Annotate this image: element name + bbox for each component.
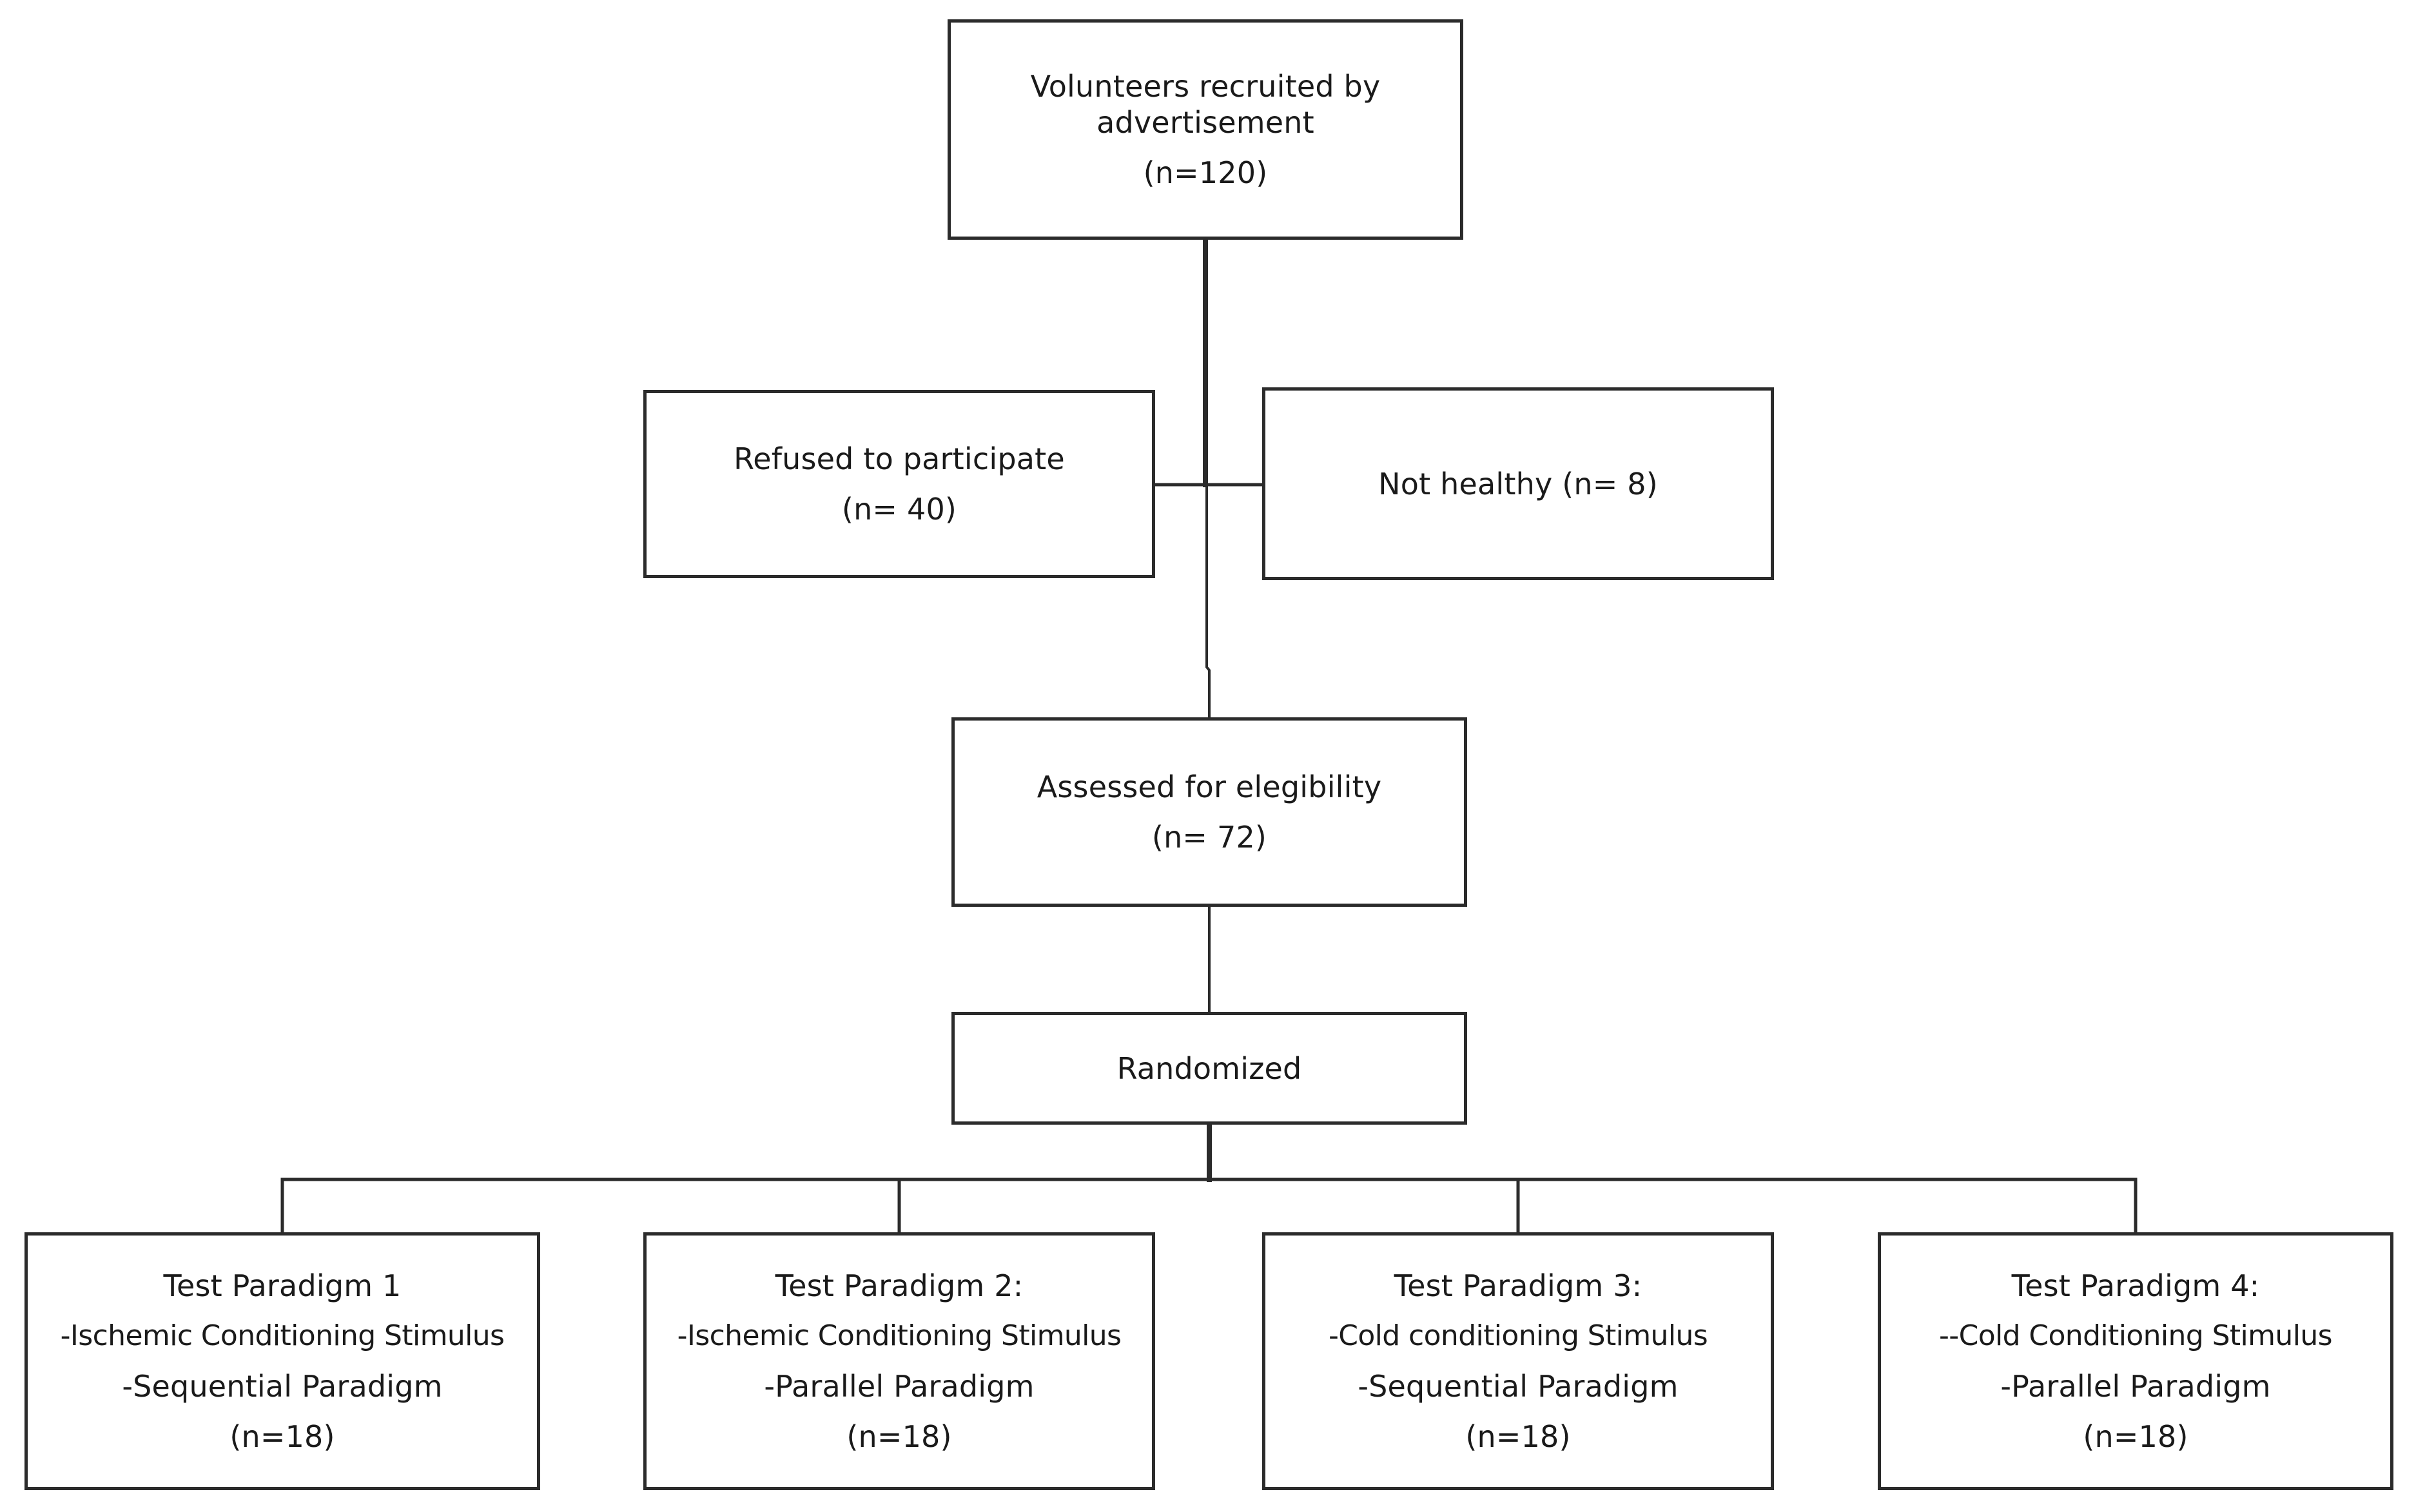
refused-count: (n= 40) [841, 492, 957, 527]
connector-trunk-to-assessed [1205, 483, 1211, 719]
paradigm-stimulus: -Ischemic Conditioning Stimulus [60, 1319, 505, 1352]
paradigm-title: Test Paradigm 3: [1394, 1268, 1642, 1303]
paradigm-count: (n=18) [846, 1419, 952, 1454]
assessed-count: (n= 72) [1151, 820, 1267, 855]
volunteers-count: (n=120) [1143, 155, 1268, 190]
volunteers-label-line1: Volunteers recruited by [1030, 69, 1381, 104]
paradigm-stimulus: -Ischemic Conditioning Stimulus [677, 1319, 1122, 1352]
paradigm-count: (n=18) [2083, 1419, 2188, 1454]
test-paradigm-1-box: Test Paradigm 1 -Ischemic Conditioning S… [24, 1232, 540, 1490]
refused-box: Refused to participate (n= 40) [643, 390, 1155, 578]
paradigm-type: -Parallel Paradigm [764, 1369, 1035, 1404]
assessed-label: Assessed for elegibility [1037, 770, 1382, 804]
paradigm-stimulus: --Cold Conditioning Stimulus [1939, 1319, 2333, 1352]
test-paradigm-4-box: Test Paradigm 4: --Cold Conditioning Sti… [1878, 1232, 2393, 1490]
paradigm-title: Test Paradigm 4: [2011, 1268, 2260, 1303]
paradigm-type: -Sequential Paradigm [122, 1369, 443, 1404]
test-paradigm-3-box: Test Paradigm 3: -Cold conditioning Stim… [1262, 1232, 1774, 1490]
paradigm-title: Test Paradigm 1 [163, 1268, 402, 1303]
randomized-label: Randomized [1116, 1051, 1302, 1086]
volunteers-box: Volunteers recruited by advertisement (n… [948, 19, 1463, 240]
refused-label: Refused to participate [734, 441, 1065, 476]
paradigm-count: (n=18) [229, 1419, 335, 1454]
not-healthy-label: Not healthy (n= 8) [1378, 466, 1658, 501]
not-healthy-box: Not healthy (n= 8) [1262, 387, 1774, 580]
paradigm-title: Test Paradigm 2: [775, 1268, 1024, 1303]
randomized-box: Randomized [951, 1012, 1467, 1125]
paradigm-type: -Parallel Paradigm [2000, 1369, 2271, 1404]
paradigm-count: (n=18) [1465, 1419, 1571, 1454]
test-paradigm-2-box: Test Paradigm 2: -Ischemic Conditioning … [643, 1232, 1155, 1490]
assessed-box: Assessed for elegibility (n= 72) [951, 717, 1467, 907]
volunteers-label-line2: advertisement [1096, 105, 1314, 140]
paradigm-type: -Sequential Paradigm [1358, 1369, 1679, 1404]
paradigm-stimulus: -Cold conditioning Stimulus [1328, 1319, 1708, 1352]
